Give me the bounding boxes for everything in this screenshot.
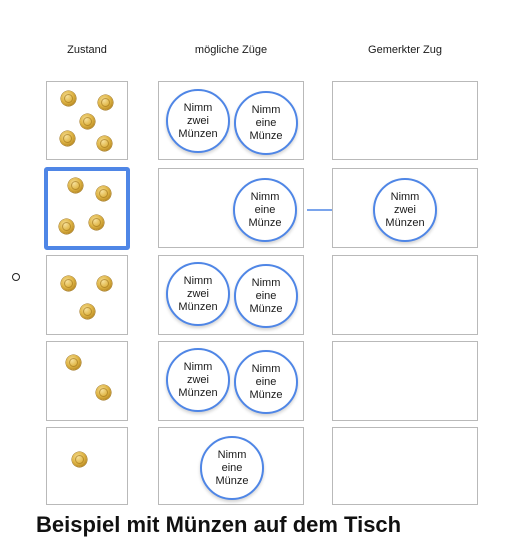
coin bbox=[66, 355, 81, 370]
moves-box: Nimm eine Münze bbox=[158, 427, 304, 505]
coin bbox=[72, 452, 87, 467]
moves-box: Nimm zwei Münzen Nimm eine Münze bbox=[158, 341, 304, 421]
coin bbox=[61, 91, 76, 106]
move-take-two-button[interactable]: Nimm zwei Münzen bbox=[166, 348, 230, 412]
state-box-selected bbox=[44, 167, 130, 250]
coin bbox=[97, 276, 112, 291]
header-state: Zustand bbox=[67, 44, 107, 56]
header-remembered: Gemerkter Zug bbox=[368, 44, 442, 56]
move-take-one-button[interactable]: Nimm eine Münze bbox=[200, 436, 264, 500]
remembered-box bbox=[332, 341, 478, 421]
coin bbox=[61, 276, 76, 291]
coin bbox=[96, 186, 111, 201]
state-box bbox=[46, 427, 128, 505]
coin bbox=[98, 95, 113, 110]
footer-caption: Beispiel mit Münzen auf dem Tisch bbox=[36, 512, 402, 537]
state-box bbox=[46, 81, 128, 160]
move-take-two-button[interactable]: Nimm zwei Münzen bbox=[166, 262, 230, 326]
remembered-box bbox=[332, 427, 478, 505]
coin bbox=[80, 304, 95, 319]
moves-box: Nimm zwei Münzen Nimm eine Münze bbox=[158, 81, 304, 160]
coin bbox=[60, 131, 75, 146]
header-moves: mögliche Züge bbox=[194, 44, 268, 56]
move-take-one-button[interactable]: Nimm eine Münze bbox=[234, 91, 298, 155]
remembered-box bbox=[332, 81, 478, 160]
coin bbox=[59, 219, 74, 234]
coin bbox=[97, 136, 112, 151]
coin bbox=[96, 385, 111, 400]
coin bbox=[80, 114, 95, 129]
move-take-one-button[interactable]: Nimm eine Münze bbox=[234, 350, 298, 414]
coin bbox=[89, 215, 104, 230]
remembered-box: Nimm zwei Münzen bbox=[332, 168, 478, 248]
bullet-icon bbox=[12, 273, 20, 281]
move-take-two-button[interactable]: Nimm zwei Münzen bbox=[166, 89, 230, 153]
moves-box: Nimm zwei Münzen Nimm eine Münze bbox=[158, 255, 304, 335]
move-take-one-button[interactable]: Nimm eine Münze bbox=[233, 178, 297, 242]
coin bbox=[68, 178, 83, 193]
state-box bbox=[46, 341, 128, 421]
moves-box: Nimm eine Münze bbox=[158, 168, 304, 248]
remembered-move-take-two: Nimm zwei Münzen bbox=[373, 178, 437, 242]
remembered-box bbox=[332, 255, 478, 335]
state-box bbox=[46, 255, 128, 335]
move-take-one-button[interactable]: Nimm eine Münze bbox=[234, 264, 298, 328]
